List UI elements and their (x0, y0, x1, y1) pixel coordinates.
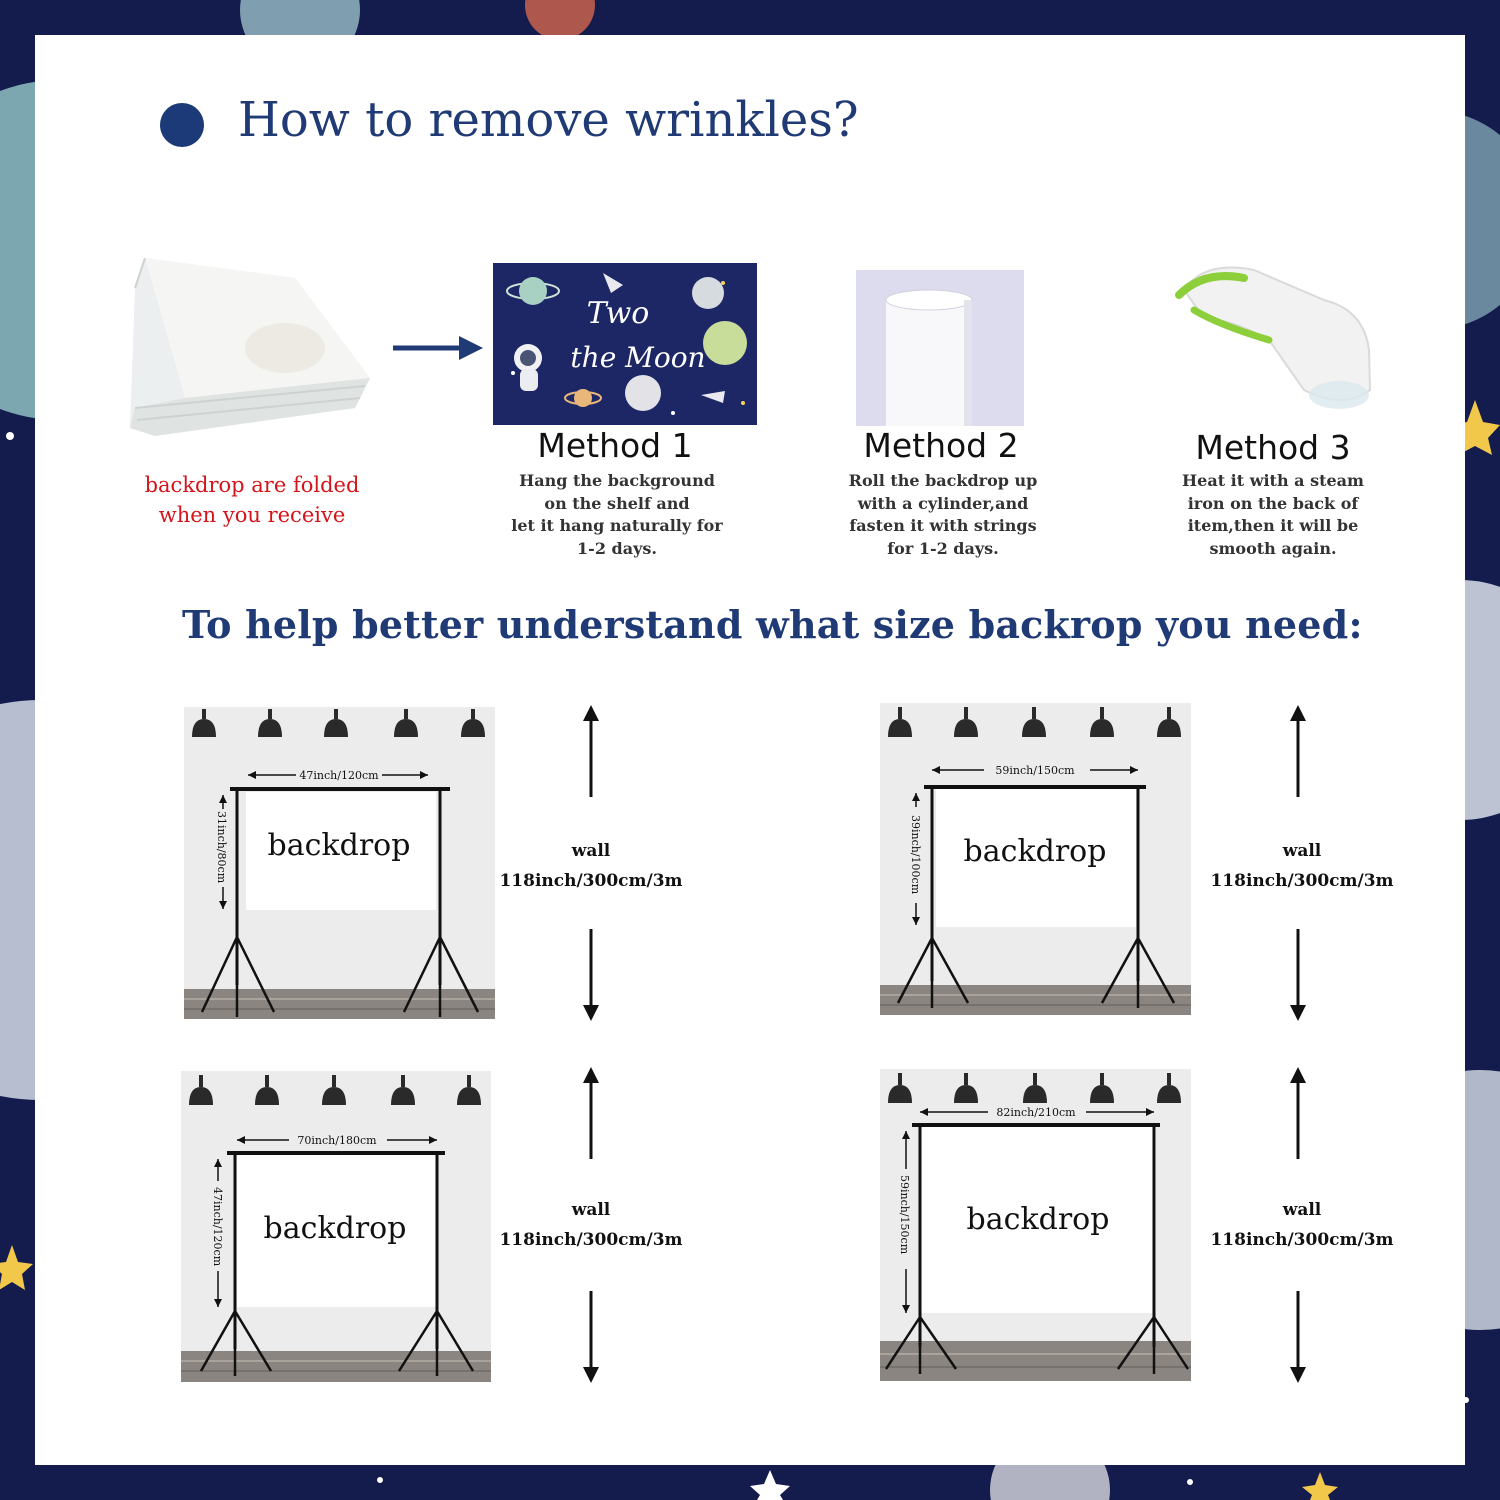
page-title: How to remove wrinkles? (238, 92, 859, 148)
wall-size-2: 118inch/300cm/3m (1210, 871, 1394, 891)
rolled-backdrop-image (856, 270, 1024, 426)
backdrop-label-2: backdrop (964, 834, 1107, 869)
backdrop-label-4: backdrop (967, 1202, 1110, 1237)
width-label-3: 70inch/180cm (297, 1134, 377, 1147)
height-label-4: 59inch/150cm (898, 1175, 911, 1255)
arrow-right-icon (393, 336, 483, 360)
size-section-title: To help better understand what size back… (182, 602, 1363, 647)
folded-note-line2: when you receive (158, 503, 346, 527)
width-label-1: 47inch/120cm (299, 769, 379, 782)
folded-backdrop-image (130, 258, 370, 436)
backdrop-label-1: backdrop (268, 828, 411, 863)
size-diagram-3: 70inch/180cm 47inch/120cm backdrop (181, 1071, 491, 1382)
wall-size-4: 118inch/300cm/3m (1210, 1230, 1394, 1250)
wall-height-arrow-1 (583, 705, 599, 1021)
wall-size-3: 118inch/300cm/3m (499, 1230, 683, 1250)
space-backdrop-image: Two the Moon (493, 263, 757, 425)
method-3-desc: Heat it with a steam iron on the back of… (1182, 471, 1364, 558)
folded-note-line1: backdrop are folded (144, 473, 360, 497)
height-label-2: 39inch/100cm (909, 815, 922, 895)
bullet-dot-icon (160, 103, 204, 147)
method-1-desc: Hang the background on the shelf and let… (511, 471, 723, 558)
wall-word-4: wall (1282, 1200, 1322, 1220)
wall-label-1: wall 118inch/300cm/3m (481, 836, 701, 896)
wall-height-arrow-4 (1290, 1067, 1306, 1383)
wall-label-4: wall 118inch/300cm/3m (1192, 1195, 1412, 1255)
steamer-image (1175, 266, 1372, 409)
wall-word-2: wall (1282, 841, 1322, 861)
method-3-title: Method 3 (1195, 428, 1351, 467)
backdrop-label-3: backdrop (264, 1211, 407, 1246)
wall-label-2: wall 118inch/300cm/3m (1192, 836, 1412, 896)
size-diagram-1: 47inch/120cm 31inch/80cm backdrop (184, 707, 495, 1019)
method-2-desc: Roll the backdrop up with a cylinder,and… (848, 471, 1038, 558)
size-diagram-2: 59inch/150cm 39inch/100cm backdrop (880, 703, 1191, 1015)
wall-height-arrow-2 (1290, 705, 1306, 1021)
method-1-title: Method 1 (537, 426, 693, 465)
wall-height-arrow-3 (583, 1067, 599, 1383)
wall-word-3: wall (571, 1200, 611, 1220)
wall-word-1: wall (571, 841, 611, 861)
wall-size-1: 118inch/300cm/3m (499, 871, 683, 891)
height-label-3: 47inch/120cm (211, 1187, 224, 1267)
width-label-2: 59inch/150cm (995, 764, 1075, 777)
size-diagram-4: 82inch/210cm 59inch/150cm backdrop (880, 1069, 1191, 1381)
backdrop-art-line2: the Moon (570, 341, 705, 374)
method-2-title: Method 2 (863, 426, 1019, 465)
backdrop-art-line1: Two (587, 296, 650, 331)
width-label-4: 82inch/210cm (996, 1106, 1076, 1119)
folded-note: backdrop are folded when you receive (140, 470, 364, 530)
height-label-1: 31inch/80cm (215, 811, 228, 884)
wall-label-3: wall 118inch/300cm/3m (481, 1195, 701, 1255)
